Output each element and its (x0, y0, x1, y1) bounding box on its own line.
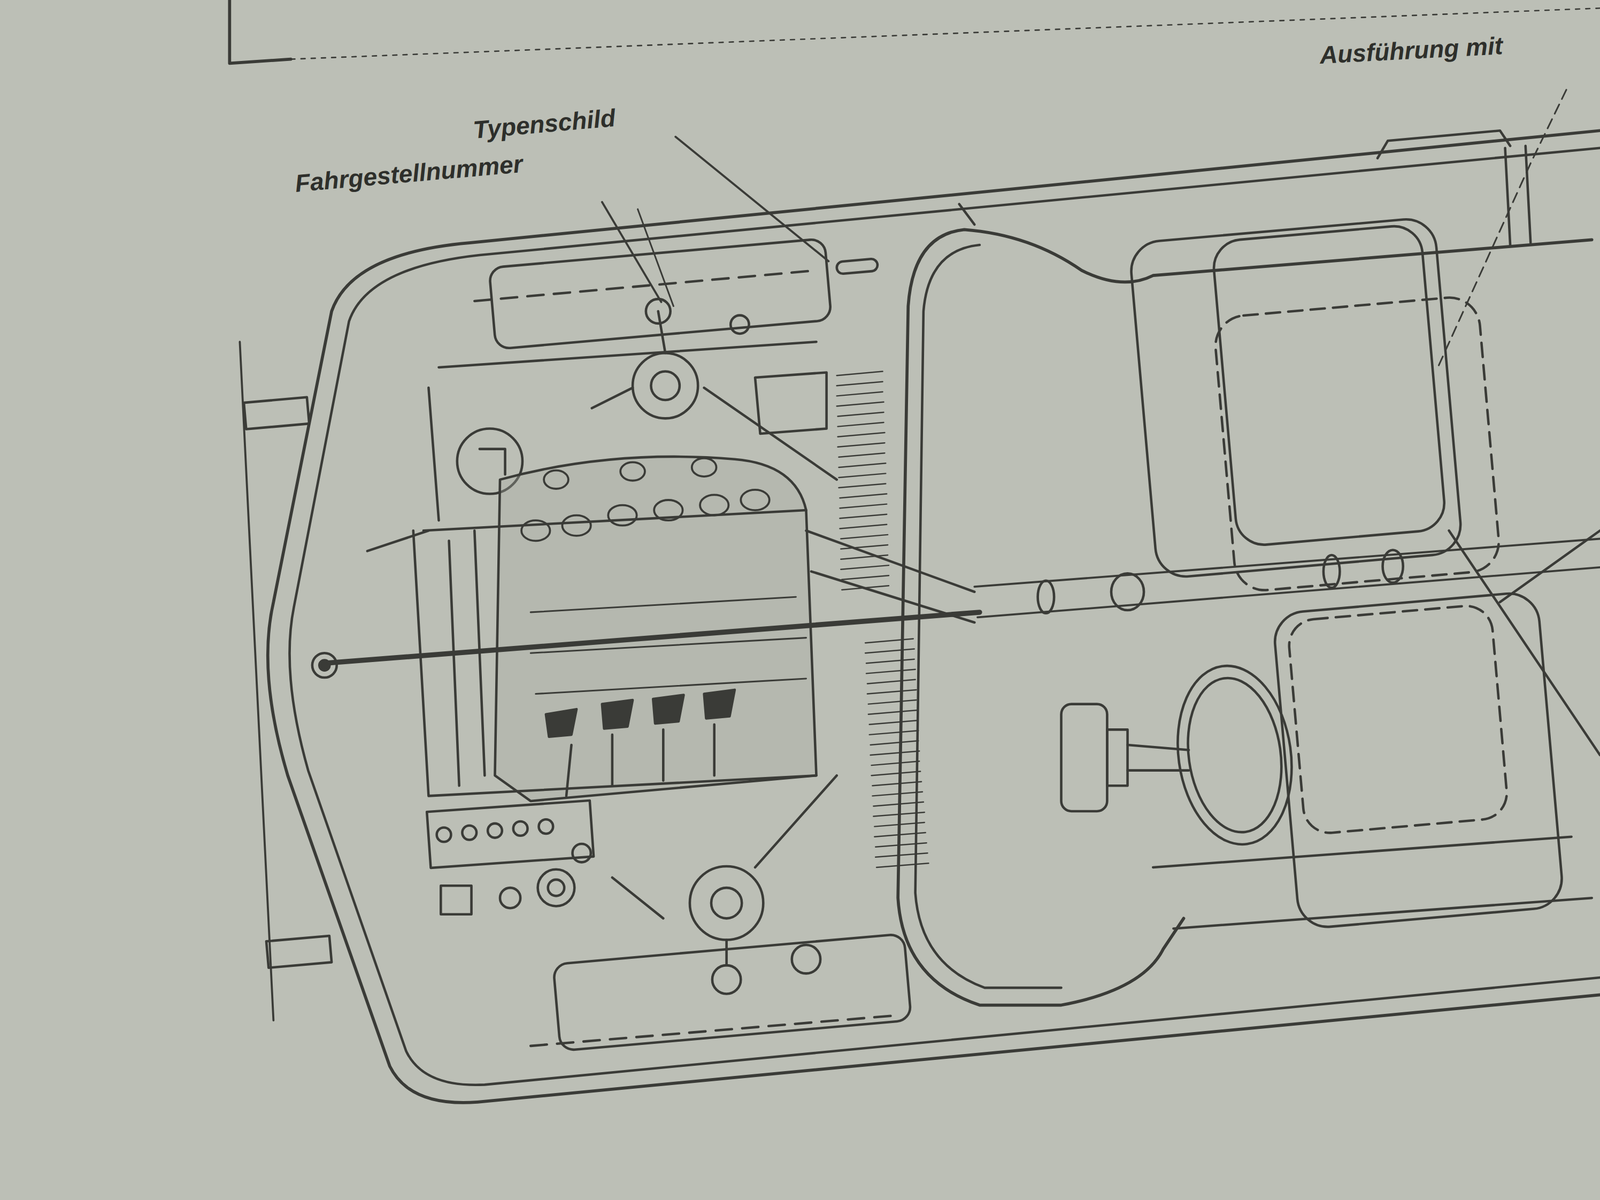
part-label: Ausführung mit (1319, 32, 1504, 69)
part-label: Fahrgestellnummer (294, 150, 525, 198)
part-label: Typenschild (472, 104, 617, 144)
